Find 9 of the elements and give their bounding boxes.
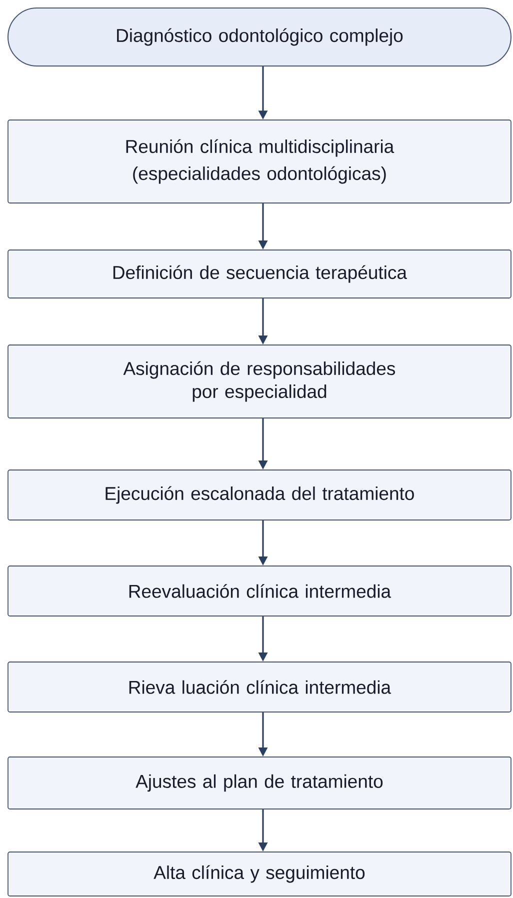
- process-box: Rieva luación clínica intermedia: [8, 662, 512, 712]
- process-box: Asignación de responsabilidades por especialidad: [8, 344, 512, 418]
- process-box: Ajustes al plan de tratamiento: [8, 756, 512, 810]
- process-box: Reunión clínica multidisciplinaria (especialidades odontológicas): [8, 120, 512, 204]
- process-box: Definición de secuencia terapéutica: [8, 250, 512, 298]
- start-terminal: Diagnóstico odontológico complejo: [8, 8, 512, 66]
- process-box: Alta clínica y seguimiento: [8, 852, 512, 896]
- process-box: Reevaluación clínica intermedia: [8, 566, 512, 616]
- process-box: Ejecución escalonada del tratamiento: [8, 470, 512, 520]
